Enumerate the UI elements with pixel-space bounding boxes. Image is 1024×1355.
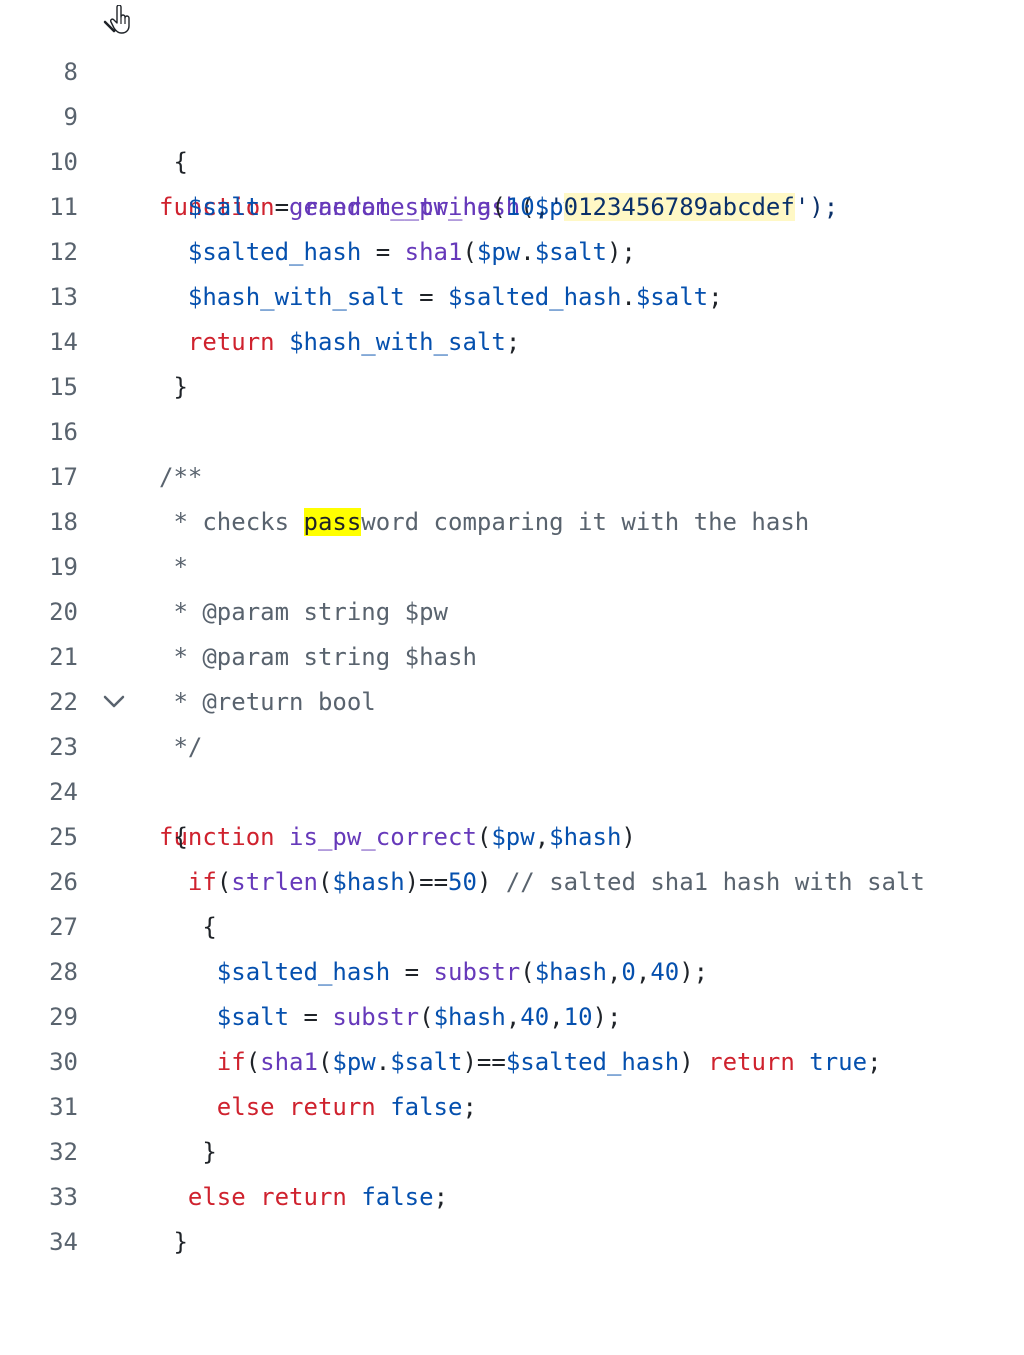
code-line-18: 18 * [0, 455, 1024, 581]
code-line-24: 24 { [0, 725, 1024, 851]
code-content: * checks password comparing it with the … [173, 508, 810, 536]
code-line-23: 23 function is_pw_correct($pw,$hash) [0, 680, 1024, 851]
line-number[interactable]: 23 [49, 733, 78, 761]
code-line-13: 13 return $hash_with_salt; [0, 230, 1024, 356]
code-view: 8 function generate_pw_hash($pw) 9 { 10 … [0, 5, 1024, 1256]
code-line-20: 20 * @param string $hash [0, 545, 1024, 671]
line-number[interactable]: 12 [49, 238, 78, 266]
line-number[interactable]: 8 [63, 58, 78, 86]
code-content: $hash_with_salt = $salted_hash.$salt; [187, 283, 723, 311]
code-content: return $hash_with_salt; [187, 328, 521, 356]
line-number[interactable]: 19 [49, 553, 78, 581]
code-content: } [173, 373, 188, 401]
code-content: /** [159, 463, 203, 491]
code-content: else return false; [216, 1093, 477, 1121]
line-number[interactable]: 15 [49, 373, 78, 401]
code-content: if(strlen($hash)==50) // salted sha1 has… [187, 868, 925, 896]
code-line-30: 30 else return false; [0, 995, 1024, 1121]
line-number[interactable]: 30 [49, 1048, 78, 1076]
code-line-29: 29 if(sha1($pw.$salt)==$salted_hash) ret… [0, 950, 1024, 1076]
line-number[interactable]: 17 [49, 463, 78, 491]
code-content: else return false; [187, 1183, 449, 1211]
code-content: $salt = random_string(10,'0123456789abcd… [187, 193, 839, 221]
code-line-34: 34 [0, 1175, 1024, 1256]
code-content: { [202, 913, 217, 941]
code-content: } [202, 1138, 217, 1166]
code-content: $salted_hash = substr($hash,0,40); [216, 958, 709, 986]
code-line-8: 8 function generate_pw_hash($pw) [0, 5, 1024, 221]
hand-pointer-icon [110, 5, 130, 34]
code-content: * @return bool [173, 688, 376, 716]
code-line-31: 31 } [0, 1040, 1024, 1166]
code-line-15: 15 [0, 320, 1024, 401]
line-number[interactable]: 28 [49, 958, 78, 986]
code-line-12: 12 $hash_with_salt = $salted_hash.$salt; [0, 185, 1024, 311]
code-content: function generate_pw_hash($pw) [159, 193, 593, 221]
code-line-19: 19 * @param string $pw [0, 500, 1024, 626]
line-number[interactable]: 13 [49, 283, 78, 311]
string-highlight: 0123456789abcdef [563, 193, 795, 221]
code-content: if(sha1($pw.$salt)==$salted_hash) return… [216, 1048, 882, 1076]
line-number[interactable]: 11 [49, 193, 78, 221]
line-number[interactable]: 25 [49, 823, 78, 851]
line-number[interactable]: 26 [49, 868, 78, 896]
code-content: * [173, 553, 188, 581]
code-line-11: 11 $salted_hash = sha1($pw.$salt); [0, 140, 1024, 266]
line-number[interactable]: 16 [49, 418, 78, 446]
code-line-27: 27 $salted_hash = substr($hash,0,40); [0, 860, 1024, 986]
line-number[interactable]: 27 [49, 913, 78, 941]
line-number[interactable]: 31 [49, 1093, 78, 1121]
line-number[interactable]: 18 [49, 508, 78, 536]
search-match-highlight: pass [303, 508, 362, 536]
line-number[interactable]: 29 [49, 1003, 78, 1031]
code-content: */ [173, 733, 203, 761]
code-line-14: 14 } [0, 275, 1024, 401]
line-number[interactable]: 21 [49, 643, 78, 671]
code-line-32: 32 else return false; [0, 1085, 1024, 1211]
code-line-10: 10 $salt = random_string(10,'0123456789a… [0, 95, 1024, 221]
code-content: * @param string $pw [173, 598, 448, 626]
line-number[interactable]: 22 [49, 688, 78, 716]
code-content: { [173, 823, 188, 851]
line-number[interactable]: 20 [49, 598, 78, 626]
code-content: $salted_hash = sha1($pw.$salt); [187, 238, 636, 266]
fold-toggle-is-pw-correct[interactable] [98, 680, 134, 725]
line-number[interactable]: 24 [49, 778, 78, 806]
line-number[interactable]: 34 [49, 1228, 78, 1256]
code-line-17: 17 * checks password comparing it with t… [0, 410, 1024, 536]
code-line-33: 33 } [0, 1130, 1024, 1256]
code-line-9: 9 { [0, 50, 1024, 176]
code-content: { [173, 148, 188, 176]
line-number[interactable]: 33 [49, 1183, 78, 1211]
line-number[interactable]: 10 [49, 148, 78, 176]
code-content: $salt = substr($hash,40,10); [216, 1003, 622, 1031]
code-line-21: 21 * @return bool [0, 590, 1024, 716]
chevron-down-icon [103, 695, 125, 708]
code-content: } [173, 1228, 188, 1256]
line-number[interactable]: 9 [63, 103, 78, 131]
code-line-22: 22 */ [0, 635, 1024, 761]
line-number[interactable]: 32 [49, 1138, 78, 1166]
code-line-26: 26 { [0, 815, 1024, 941]
code-content: function is_pw_correct($pw,$hash) [159, 823, 636, 851]
line-number[interactable]: 14 [49, 328, 78, 356]
code-content: * @param string $hash [173, 643, 477, 671]
code-line-28: 28 $salt = substr($hash,40,10); [0, 905, 1024, 1031]
code-line-25: 25 if(strlen($hash)==50) // salted sha1 … [0, 770, 1024, 896]
code-line-16: 16 /** [0, 365, 1024, 491]
